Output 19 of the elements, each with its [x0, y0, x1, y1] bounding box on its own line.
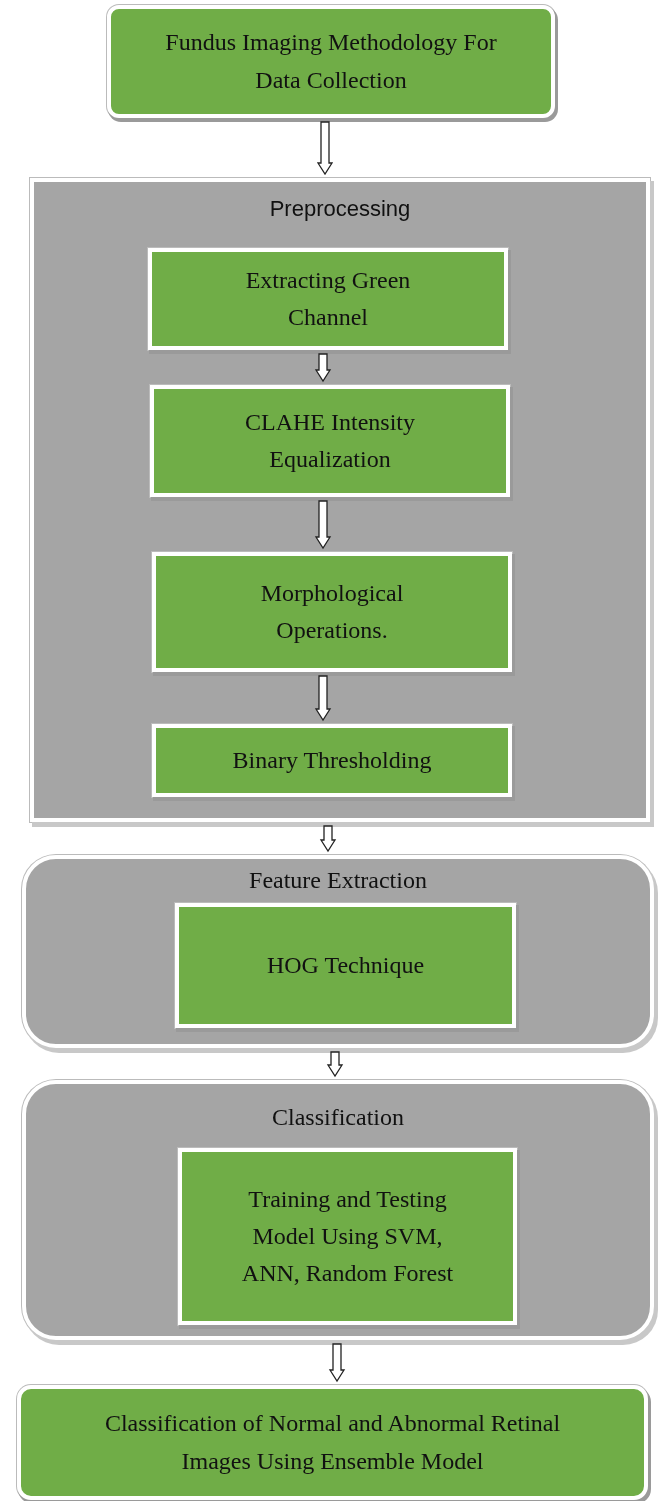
arrow [328, 1343, 346, 1383]
arrow [326, 1051, 344, 1078]
box-text: Binary Thresholding [231, 745, 433, 775]
box-text: CLAHE Intensity Equalization [244, 407, 416, 474]
arrow [319, 825, 337, 853]
box-text: Morphological Operations. [259, 578, 405, 645]
panel-heading: Preprocessing [268, 196, 412, 222]
panel-heading: Classification [271, 1104, 405, 1131]
arrow [316, 121, 334, 176]
box-text: Training and Testing Model Using SVM, ANN, Random Forest [240, 1184, 455, 1289]
box-text: Extracting Green Channel [244, 265, 412, 332]
box-text: HOG Technique [265, 950, 426, 980]
panel-heading: Feature Extraction [248, 867, 428, 894]
box-text: Fundus Imaging Methodology For Data Collection [164, 28, 498, 95]
arrow [314, 675, 332, 722]
process-box [17, 1385, 648, 1500]
arrow [314, 500, 332, 550]
arrow [314, 353, 332, 383]
box-text: Classification of Normal and Abnormal Retinal Images Using Ensemble Model [103, 1409, 562, 1476]
